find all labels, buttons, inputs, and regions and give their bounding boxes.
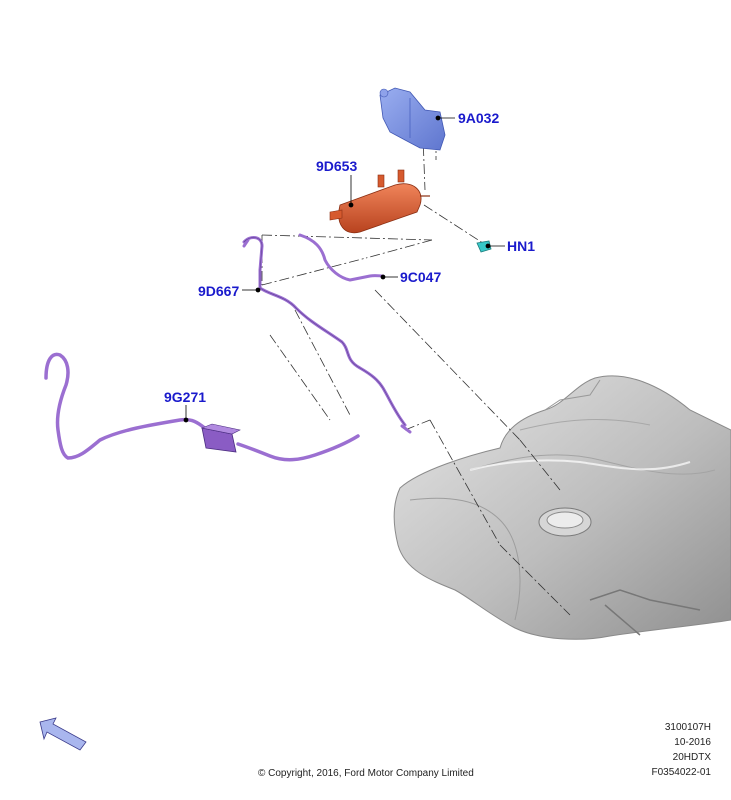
copyright-notice: © Copyright, 2016, Ford Motor Company Li…: [258, 768, 474, 779]
part-9a032-bracket[interactable]: [379, 87, 446, 151]
fuel-tank: [393, 375, 731, 640]
part-9d667-hose[interactable]: [242, 233, 412, 434]
part-9d653-canister[interactable]: [329, 169, 430, 234]
label-9d653: 9D653: [316, 158, 358, 174]
label-9c047: 9C047: [400, 269, 442, 285]
label-leaders: [183, 115, 505, 423]
part-9g271-valve[interactable]: [200, 423, 241, 453]
label-9d667: 9D667: [198, 283, 240, 299]
reference-line-1: 3100107H: [664, 722, 711, 733]
reference-line-4: F0354022-01: [651, 767, 712, 778]
reference-line-2: 10-2016: [674, 737, 711, 748]
hose-outline: [243, 237, 406, 426]
label-9g271: 9G271: [164, 389, 207, 405]
reference-block: 3100107H 10-2016 20HDTX F0354022-01: [652, 720, 712, 780]
label-hn1: HN1: [507, 238, 536, 254]
reference-line-3: 20HDTX: [672, 752, 711, 763]
part-9g271-hose[interactable]: [44, 352, 360, 462]
label-9a032: 9A032: [458, 110, 500, 126]
orientation-arrow-icon: [39, 717, 87, 751]
